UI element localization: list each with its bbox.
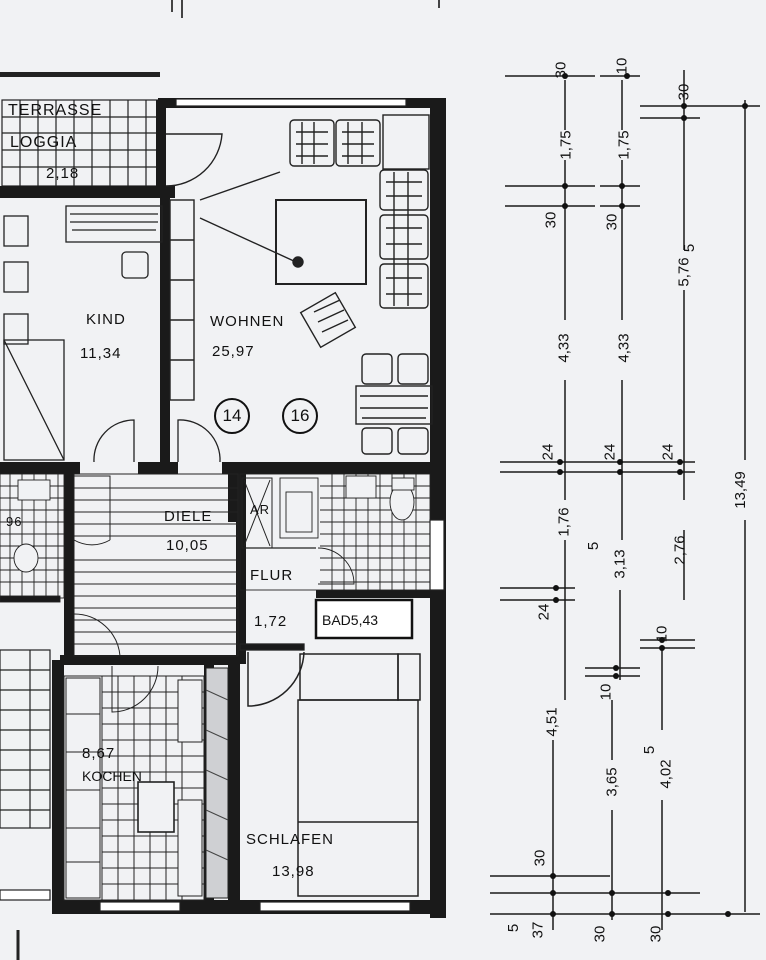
room-label-schlafen: SCHLAFEN (246, 831, 335, 848)
dim-col3-sup2: 5 (641, 745, 659, 755)
dim-col2-24: 24 (601, 443, 619, 461)
dim-col3-10: 10 (653, 625, 671, 643)
dim-col1-5: 5 (505, 923, 523, 933)
dim-col1-176: 1,76 (555, 507, 573, 537)
room-label-bad: BAD5,43 (322, 612, 379, 628)
room-area-kind: 11,34 (80, 345, 122, 362)
dim-col3-sup1: 5 (681, 243, 699, 253)
room-area-kochen: 8,67 (82, 745, 116, 762)
room-area-wohnen: 25,97 (212, 343, 255, 360)
room-area-loggia: 2,18 (46, 165, 80, 182)
room-label-kind: KIND (86, 311, 126, 328)
dim-col2-175: 1,75 (615, 130, 633, 160)
dim-col4-1349: 13,49 (731, 471, 749, 509)
room-label-kochen: KOCHEN (82, 768, 142, 784)
room-area-schlafen: 13,98 (272, 863, 315, 880)
room-label-loggia: LOGGIA (10, 134, 78, 151)
dim-col2-365: 3,65 (603, 767, 621, 797)
room-label-diele: DIELE (164, 508, 213, 525)
dim-col1-175: 1,75 (557, 130, 575, 160)
dim-col3-576: 5,76 (675, 257, 693, 287)
dim-col3-30b: 30 (647, 925, 665, 943)
unit-marker-16: 16 (282, 398, 318, 434)
room-label-wohnen: WOHNEN (210, 313, 285, 330)
dim-col1-30b: 30 (542, 211, 560, 229)
dim-col1-37: 37 (529, 921, 547, 939)
room-area-diele: 10,05 (166, 537, 209, 554)
dim-col3-402: 4,02 (657, 759, 675, 789)
dim-col2-433: 4,33 (615, 333, 633, 363)
room-label-terrasse: TERRASSE (8, 102, 103, 119)
dim-col1-451: 4,51 (543, 707, 561, 737)
dim-col1-30: 30 (552, 61, 570, 79)
room-area-left-partial: 96 (6, 514, 23, 529)
dim-col1-24b: 24 (535, 603, 553, 621)
dim-col2-10b: 10 (597, 683, 615, 701)
dim-col3-276: 2,76 (671, 535, 689, 565)
dim-col2-sup: 5 (585, 541, 603, 551)
dim-col1-30c: 30 (531, 849, 549, 867)
dim-col1-433: 4,33 (555, 333, 573, 363)
dim-col2-313: 3,13 (611, 549, 629, 579)
dim-col2-30: 30 (603, 213, 621, 231)
room-label-flur: FLUR (250, 567, 294, 584)
dim-col3-30: 30 (675, 83, 693, 101)
dim-col2-30b: 30 (591, 925, 609, 943)
unit-marker-14: 14 (214, 398, 250, 434)
room-area-flur: 1,72 (254, 613, 288, 630)
dim-col1-24: 24 (539, 443, 557, 461)
dim-col3-24: 24 (659, 443, 677, 461)
dim-col2-10: 10 (613, 57, 631, 75)
room-label-ar: AR (250, 502, 271, 517)
